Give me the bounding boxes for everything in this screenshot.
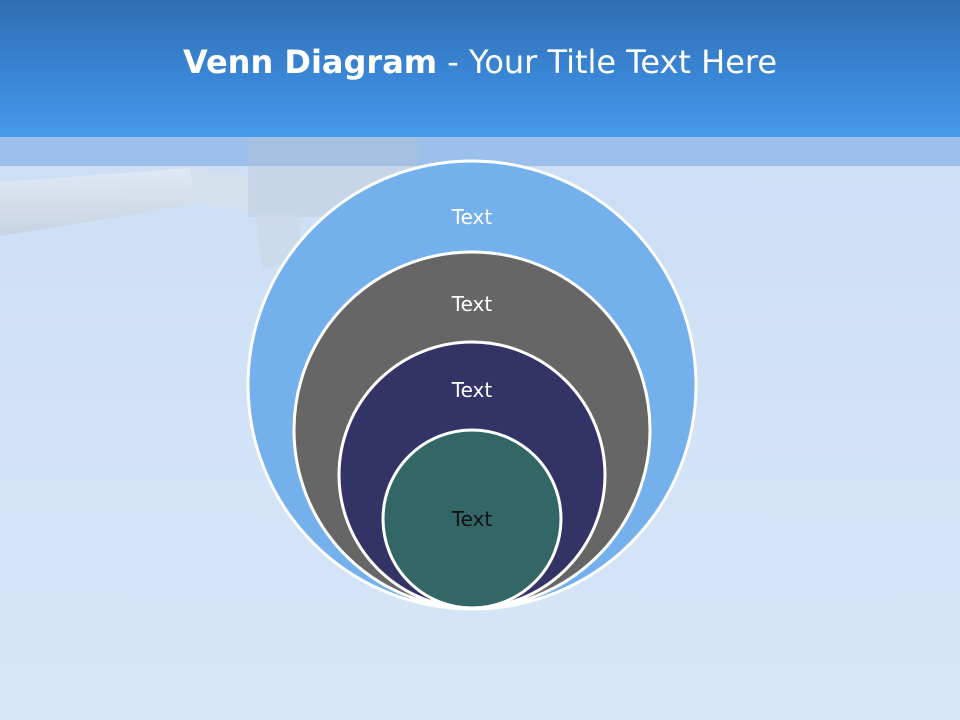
inner-circle-label: Text: [451, 507, 493, 531]
second-circle-label: Text: [451, 292, 493, 316]
inner-circle: [381, 428, 563, 610]
title-bar: [0, 0, 960, 137]
outer-circle-label: Text: [451, 205, 493, 229]
third-circle-label: Text: [451, 378, 493, 402]
title-bold-text: Venn Diagram: [182, 43, 438, 81]
title-subtitle-text: - Your Title Text Here: [437, 43, 778, 81]
slide-title: Venn Diagram - Your Title Text Here: [0, 40, 960, 84]
